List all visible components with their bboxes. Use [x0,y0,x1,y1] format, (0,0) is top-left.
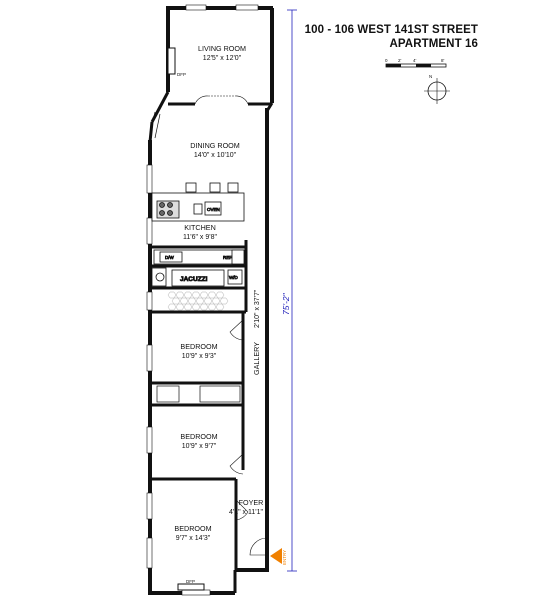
door-swings [229,319,268,556]
foyer-dims: 4'1" x 11'1" [229,509,263,516]
scale-tick-4: 4' [413,58,417,63]
foyer-name: FOYER [239,498,264,507]
kitchen: KITCHEN 11'6" x 9'8" [183,223,217,241]
dining-room-name: DINING ROOM [190,141,240,150]
dining-room: DINING ROOM 14'0" x 10'10" [190,141,240,159]
gallery-dims: 2'10" x 37'7" [254,289,261,328]
bedroom-1-name: BEDROOM [180,342,217,351]
overall-dimension: 75'-2" [281,9,297,572]
address-title: 100 - 106 WEST 141ST STREET [304,24,478,36]
bedroom-2-name: BEDROOM [180,432,217,441]
living-room: LIVING ROOM 12'5" x 12'0" [198,44,246,62]
apartment-title: APARTMENT 16 [389,38,478,50]
living-room-name: LIVING ROOM [198,44,246,53]
jacuzzi-label: JACUZZI [180,276,208,283]
kitchen-name: KITCHEN [184,223,216,232]
scale-tick-2: 2' [398,58,402,63]
bedroom-1-dims: 10'9" x 9'3" [182,353,217,360]
fireplace-bottom: DFP [177,579,205,591]
oven-label: OVEN [207,207,220,212]
bedroom-3: BEDROOM 9'7" x 14'3" [174,524,211,542]
scale-tick-0: 0 [385,58,388,63]
scale-tick-8: 8' [441,58,445,63]
gallery-name: GALLERY [252,342,261,375]
entry-arrow-icon: ENTRY [270,548,287,565]
bedroom-2: BEDROOM 10'9" x 9'7" [180,432,217,450]
dw-label: D/W [165,255,175,260]
living-dining-divider [168,95,272,106]
bedroom-2-dims: 10'9" x 9'7" [182,443,217,450]
living-room-dims: 12'5" x 12'0" [203,55,242,62]
kitchen-counter: OVEN [151,182,245,222]
fireplace-top: DFP [167,47,186,77]
kitchen-appliances: D/W REF [150,245,246,265]
dfp-top-label: DFP [177,72,186,77]
bedroom-3-name: BEDROOM [174,524,211,533]
compass-north-label: N [429,74,432,79]
windows [146,4,259,596]
bedroom-1: BEDROOM 10'9" x 9'3" [180,342,217,360]
bay-window [149,111,161,139]
foyer: FOYER 4'1" x 11'1" [229,498,263,516]
compass-icon: N [424,74,450,104]
bathroom: JACUZZI W/D [150,264,246,290]
entry-label: ENTRY [282,550,287,565]
scale-bar: 0 2' 4' 8' [385,58,447,68]
bedroom-3-dims: 9'7" x 14'3" [176,535,211,542]
dining-room-dims: 14'0" x 10'10" [194,152,237,159]
interior-walls [150,240,248,570]
overall-dimension-label: 75'-2" [281,292,291,315]
kitchen-dims: 11'6" x 9'8" [183,234,217,241]
wd-label: W/D [229,275,238,280]
tile-floor [167,291,229,311]
ref-label: REF [223,255,232,260]
dfp-bottom-label: DFP [186,579,195,584]
gallery: GALLERY 2'10" x 37'7" [252,289,261,375]
